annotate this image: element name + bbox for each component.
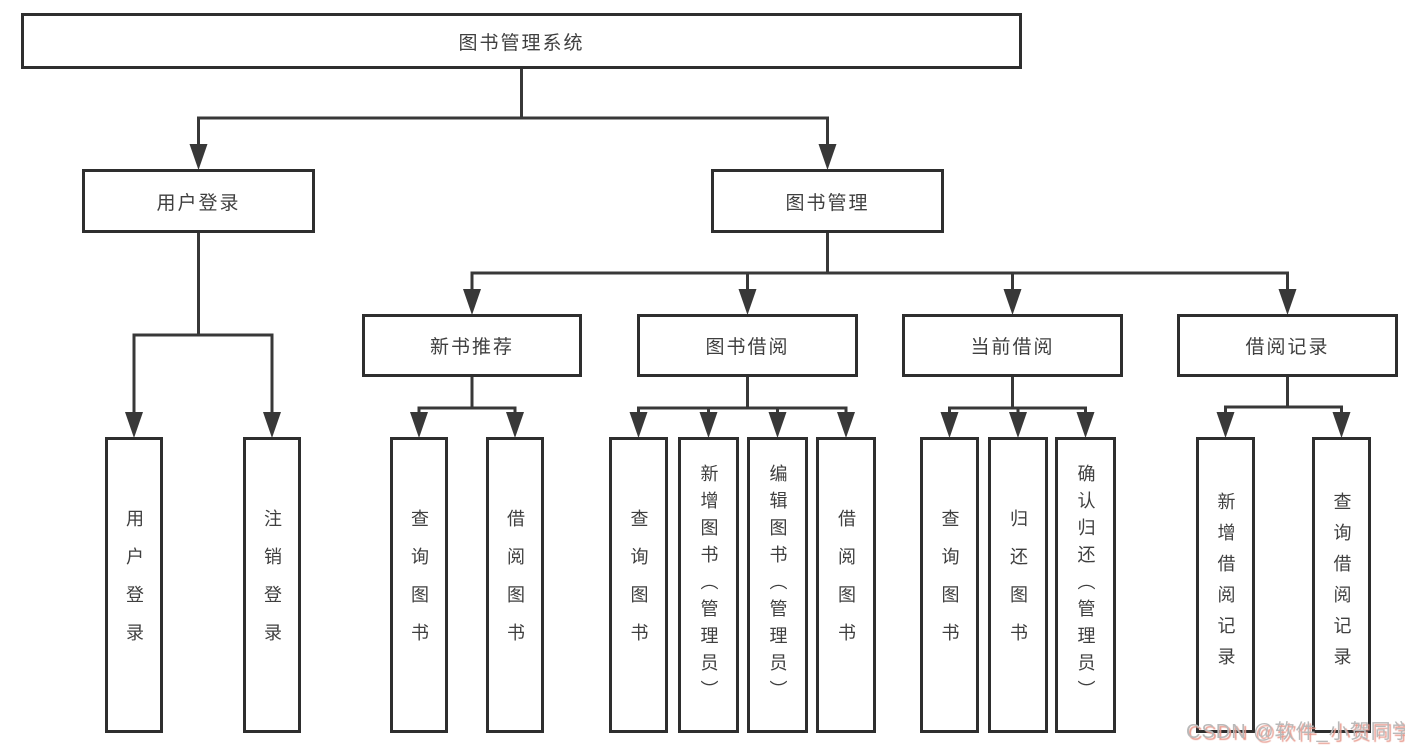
arrowhead xyxy=(1009,412,1027,438)
node-book-borrow: 图书借阅 xyxy=(637,314,858,377)
node-leaf-br-add: 新增借阅记录 xyxy=(1196,437,1255,733)
node-leaf-nb-query: 查询图书 xyxy=(390,437,448,733)
node-current-borrow: 当前借阅 xyxy=(902,314,1123,377)
arrowhead xyxy=(1216,412,1235,438)
node-leaf-bb-query: 查询图书 xyxy=(609,437,668,733)
arrowhead xyxy=(1332,412,1351,438)
node-leaf-user-login: 用户登录 xyxy=(105,437,163,733)
node-leaf-cb-confirm: 确认归还（管理员） xyxy=(1055,437,1116,733)
node-leaf-nb-borrow: 借阅图书 xyxy=(486,437,544,733)
arrowhead xyxy=(1278,289,1297,315)
watermark: CSDN @软件_小贺同学 xyxy=(1186,721,1405,743)
arrowhead xyxy=(1076,412,1095,438)
arrowhead xyxy=(768,412,787,438)
node-user-login: 用户登录 xyxy=(82,169,315,233)
arrowhead xyxy=(463,289,481,315)
node-leaf-bb-edit: 编辑图书（管理员） xyxy=(747,437,808,733)
node-leaf-bb-add: 新增图书（管理员） xyxy=(678,437,739,733)
arrowhead xyxy=(837,412,855,438)
arrowhead xyxy=(940,412,959,438)
arrowhead xyxy=(189,144,208,170)
arrowhead xyxy=(410,412,428,438)
node-leaf-logout: 注销登录 xyxy=(243,437,301,733)
arrowhead xyxy=(1003,289,1022,315)
node-leaf-cb-return: 归还图书 xyxy=(988,437,1048,733)
arrowhead xyxy=(506,412,524,438)
node-borrow-records: 借阅记录 xyxy=(1177,314,1398,377)
arrowhead xyxy=(629,412,648,438)
node-leaf-bb-borrow: 借阅图书 xyxy=(816,437,876,733)
node-new-book-rec: 新书推荐 xyxy=(362,314,582,377)
node-leaf-cb-query: 查询图书 xyxy=(920,437,979,733)
node-book-mgmt: 图书管理 xyxy=(711,169,944,233)
arrowhead xyxy=(818,144,837,170)
node-leaf-br-query: 查询借阅记录 xyxy=(1312,437,1371,733)
arrowhead xyxy=(125,412,143,438)
arrowhead xyxy=(699,412,718,438)
node-root: 图书管理系统 xyxy=(21,13,1022,69)
arrowhead xyxy=(263,412,281,438)
arrowhead xyxy=(738,289,757,315)
